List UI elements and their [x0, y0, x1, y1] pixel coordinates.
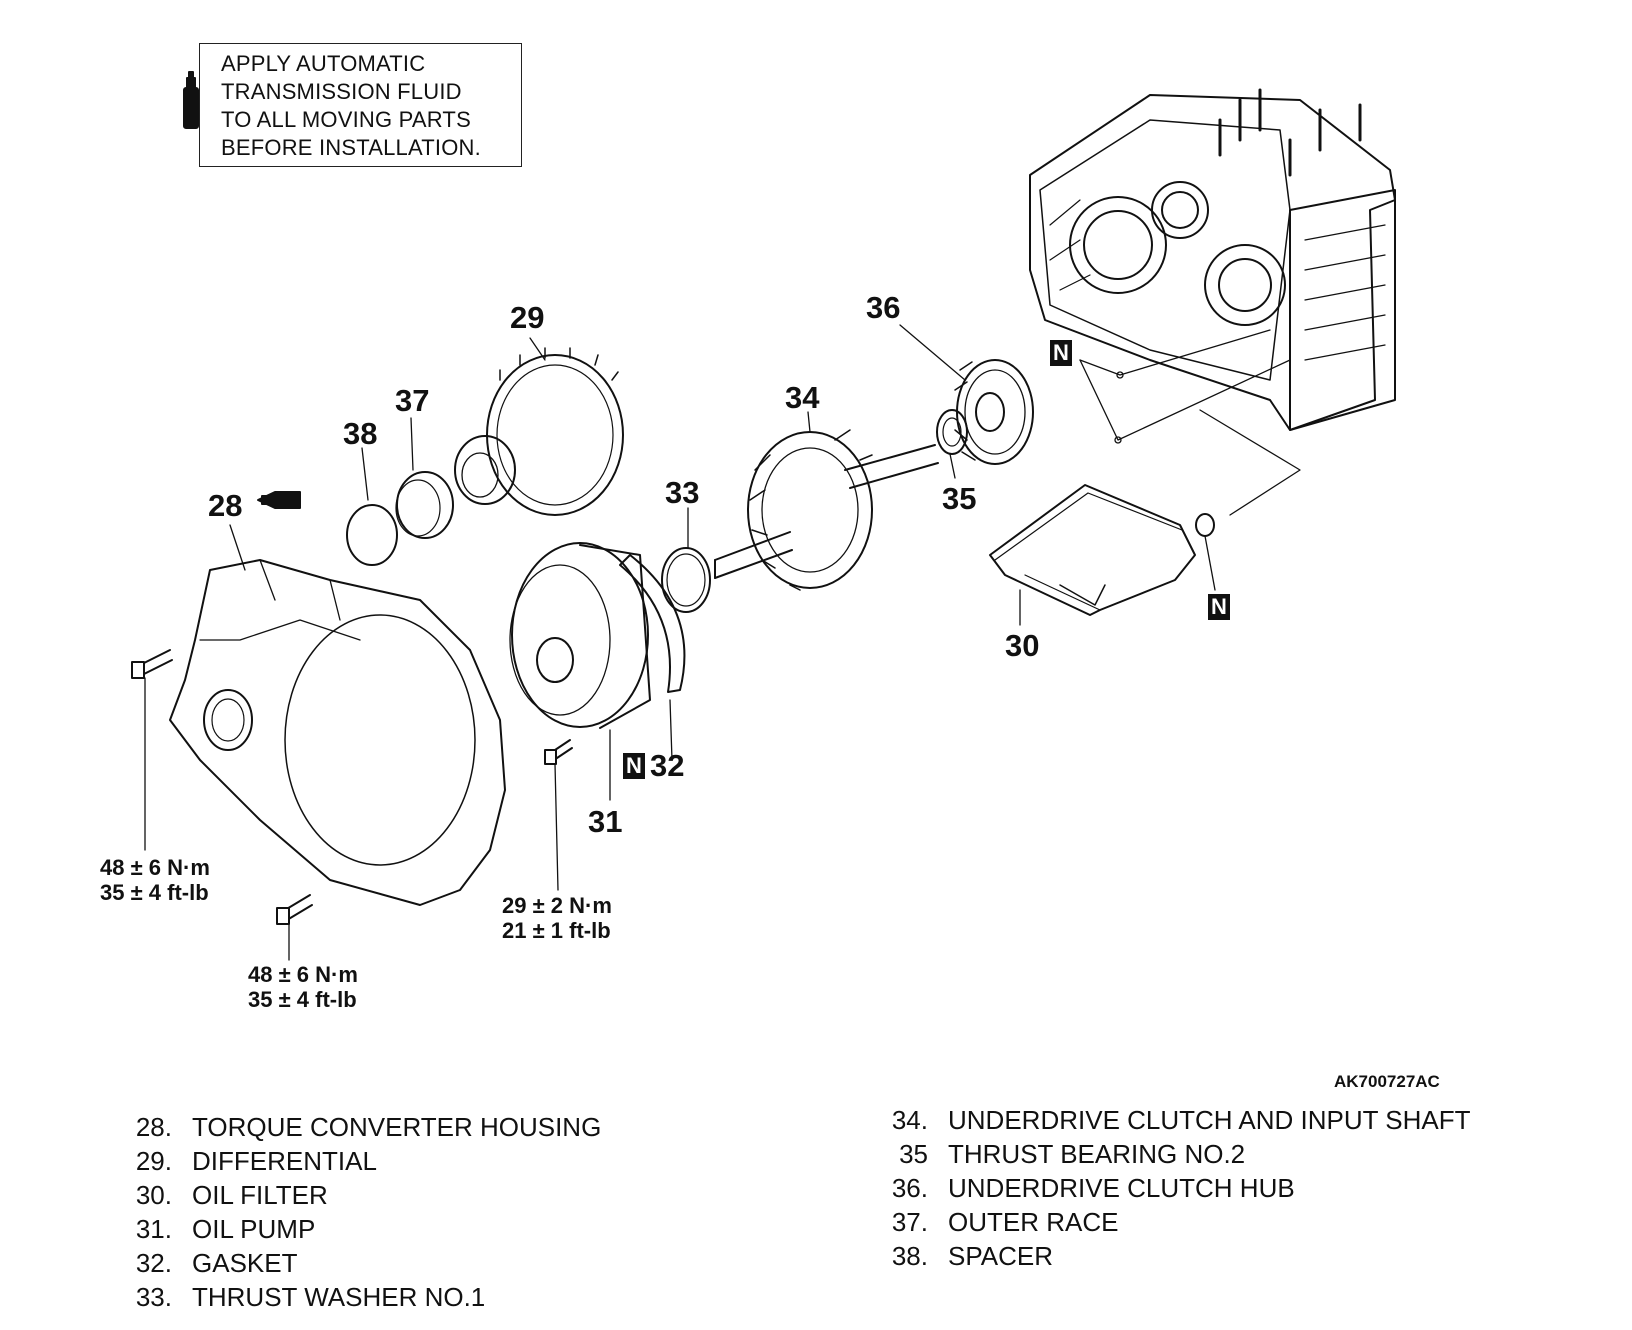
o-ring-illustration — [1195, 513, 1215, 537]
oil-filter-illustration — [989, 484, 1196, 616]
callout-36: 36 — [866, 290, 901, 325]
legend-label: SPACER — [948, 1241, 1053, 1271]
legend-number: 30. — [135, 1180, 172, 1210]
fluid-bottle-icon — [183, 71, 199, 129]
legend-number: 36. — [891, 1173, 928, 1203]
parts-legend-right: 34. UNDERDRIVE CLUTCH AND INPUT SHAFT 35 T… — [866, 1103, 1471, 1273]
bolt-illustration-bottom — [276, 894, 313, 925]
legend-item: 30. OIL FILTER — [110, 1178, 601, 1212]
legend-label: GASKET — [192, 1248, 298, 1278]
instruction-note-text: APPLY AUTOMATIC TRANSMISSION FLUID TO AL… — [221, 51, 481, 160]
legend-item: 36. UNDERDRIVE CLUTCH HUB — [866, 1171, 1470, 1205]
legend-label: TORQUE CONVERTER HOUSING — [192, 1112, 602, 1142]
callout-31: 31 — [588, 804, 623, 839]
torque-metric: 48 ± 6 N·m — [100, 855, 210, 880]
legend-item: 29. DIFFERENTIAL — [110, 1144, 601, 1178]
torque-metric: 48 ± 6 N·m — [248, 962, 358, 987]
callout-38: 38 — [343, 416, 378, 451]
legend-number: 34. — [891, 1105, 928, 1135]
underdrive-clutch-hub-illustration — [954, 359, 1034, 465]
legend-number: 28. — [135, 1112, 172, 1142]
instruction-note-box — [199, 43, 522, 167]
callout-37: 37 — [395, 383, 430, 418]
legend-label: THRUST WASHER NO.1 — [192, 1282, 486, 1312]
legend-label: OIL FILTER — [192, 1180, 328, 1210]
new-part-badge-case: N — [1050, 340, 1072, 366]
torque-imperial: 21 ± 1 ft-lb — [502, 918, 611, 943]
thrust-washer-illustration — [661, 547, 711, 613]
legend-item: 31. OIL PUMP — [110, 1212, 601, 1246]
torque-spec-left-bolt: 48 ± 6 N·m 35 ± 4 ft-lb — [100, 855, 210, 905]
legend-number: 33. — [135, 1282, 172, 1312]
case-leader-lines — [1079, 329, 1301, 516]
legend-number: 31. — [135, 1214, 172, 1244]
bolt-illustration-pump — [544, 739, 573, 765]
legend-label: THRUST BEARING NO.2 — [948, 1139, 1246, 1169]
legend-label: UNDERDRIVE CLUTCH AND INPUT SHAFT — [948, 1105, 1471, 1135]
differential-illustration — [454, 347, 624, 516]
legend-number: 35 — [899, 1139, 928, 1169]
legend-label: OUTER RACE — [948, 1207, 1119, 1237]
legend-number: 32. — [135, 1248, 172, 1278]
callout-35: 35 — [942, 481, 977, 516]
callout-30: 30 — [1005, 628, 1040, 663]
bolt-illustration-left — [131, 649, 173, 679]
legend-label: UNDERDRIVE CLUTCH HUB — [948, 1173, 1295, 1203]
callout-leaders — [144, 324, 966, 961]
legend-item: 38. SPACER — [866, 1239, 1470, 1273]
legend-item: 37. OUTER RACE — [866, 1205, 1470, 1239]
underdrive-clutch-illustration — [714, 429, 939, 591]
legend-label: DIFFERENTIAL — [192, 1146, 377, 1176]
outer-race-illustration — [396, 471, 454, 539]
legend-item: 34. UNDERDRIVE CLUTCH AND INPUT SHAFT — [866, 1103, 1471, 1137]
legend-item: 32. GASKET — [110, 1246, 601, 1280]
callout-34: 34 — [785, 380, 820, 415]
new-part-badge-gasket: N — [623, 753, 645, 779]
callout-29: 29 — [510, 300, 545, 335]
torque-spec-pump-bolt: 29 ± 2 N·m 21 ± 1 ft-lb — [502, 893, 612, 943]
legend-number: 38. — [891, 1241, 928, 1271]
transmission-case-illustration — [1029, 88, 1396, 431]
torque-converter-housing-illustration — [169, 559, 506, 906]
callout-33: 33 — [665, 475, 700, 510]
legend-number: 37. — [891, 1207, 928, 1237]
callout-28: 28 — [208, 488, 243, 523]
legend-item: 33. THRUST WASHER NO.1 — [110, 1280, 601, 1314]
torque-spec-bottom-bolt: 48 ± 6 N·m 35 ± 4 ft-lb — [248, 962, 358, 1012]
gasket-illustration — [619, 554, 686, 693]
torque-imperial: 35 ± 4 ft-lb — [100, 880, 209, 905]
legend-item: 35 THRUST BEARING NO.2 — [866, 1137, 1470, 1171]
figure-reference-code: AK700727AC — [1334, 1072, 1440, 1091]
torque-metric: 29 ± 2 N·m — [502, 893, 612, 918]
parts-legend-left: 28. TORQUE CONVERTER HOUSING 29. DIFFERENT… — [110, 1110, 601, 1314]
callout-32: 32 — [650, 748, 685, 783]
torque-imperial: 35 ± 4 ft-lb — [248, 987, 357, 1012]
legend-item: 28. TORQUE CONVERTER HOUSING — [110, 1110, 601, 1144]
sealant-tube-icon — [257, 491, 301, 509]
thrust-bearing-illustration — [936, 409, 968, 455]
new-part-badge-o-ring: N — [1208, 594, 1230, 620]
spacer-illustration — [346, 504, 398, 566]
legend-number: 29. — [135, 1146, 172, 1176]
legend-label: OIL PUMP — [192, 1214, 316, 1244]
oil-pump-illustration — [509, 542, 651, 729]
